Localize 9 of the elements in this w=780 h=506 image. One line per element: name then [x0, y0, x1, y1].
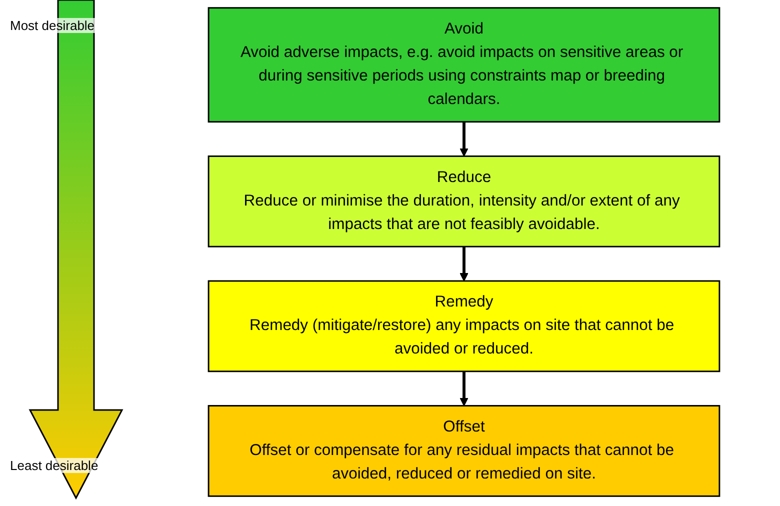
node-box: Avoid Avoid adverse impacts, e.g. avoid impacts on sensitive areas or during sensitive periods using constraints map or breeding calendars.: [208, 7, 720, 123]
arrow: [460, 371, 468, 406]
scale-label: Most desirable: [10, 18, 95, 33]
arrow: [460, 246, 468, 282]
node-box: Remedy Remedy (mitigate/restore) any impacts on site that cannot be avoided or reduced.: [208, 280, 720, 372]
node-box: Offset Offset or compensate for any residual impacts that cannot be avoided, reduced or remedied on site.: [208, 405, 720, 497]
arrow: [460, 122, 468, 157]
scale-label: Least desirable: [10, 458, 98, 473]
node-box: Reduce Reduce or minimise the duration, intensity and/or extent of any impacts that are not feasibly avoidable.: [208, 155, 720, 248]
